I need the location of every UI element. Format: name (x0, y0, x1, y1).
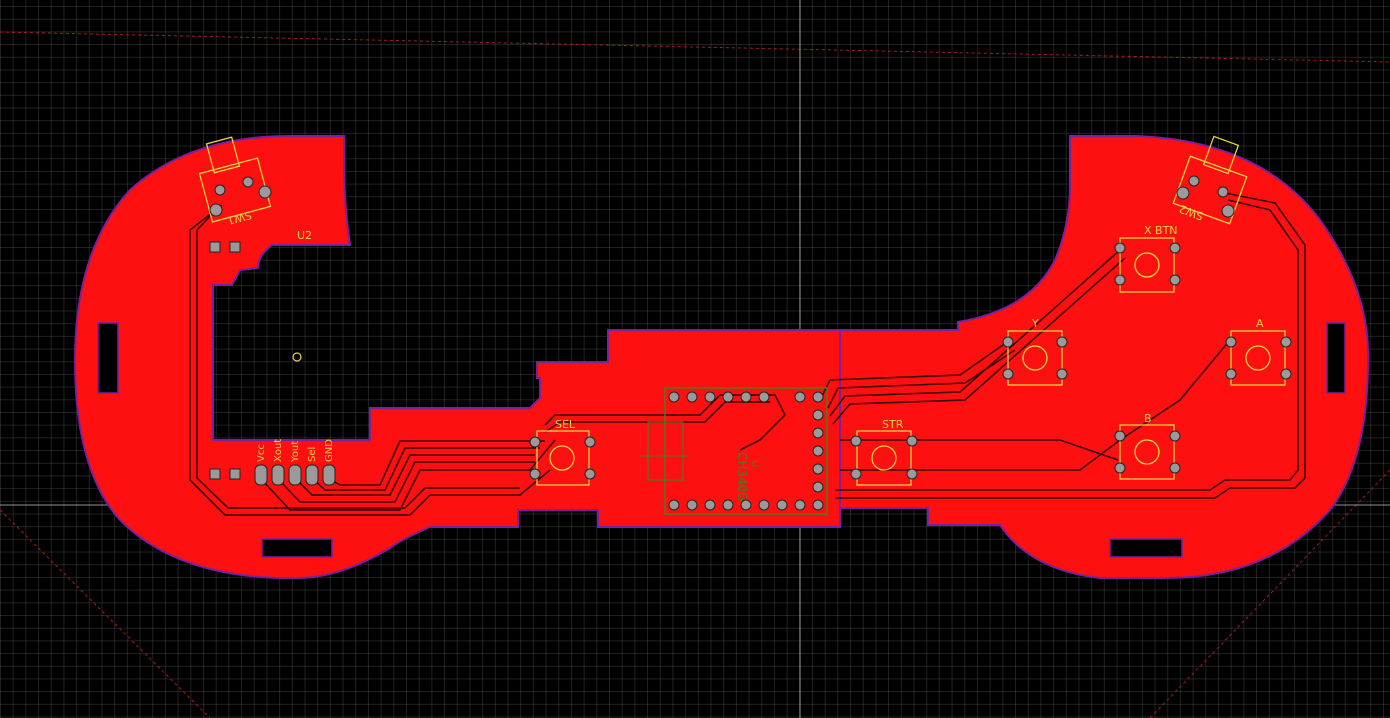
header-label-sel: Sel (307, 447, 318, 462)
sel-button-footprint[interactable]: SEL (529, 418, 596, 486)
a-button-footprint[interactable]: A (1225, 317, 1292, 386)
via[interactable] (209, 203, 223, 217)
trace-sel[interactable] (313, 447, 540, 491)
y-button-footprint[interactable]: Y (1002, 317, 1068, 386)
mcu-bottom-pins[interactable] (668, 499, 824, 511)
trace-yout[interactable] (296, 454, 535, 496)
trace-sel-mcu-2[interactable] (544, 401, 770, 433)
mcu-top-pins[interactable] (668, 391, 824, 403)
pad-pair-bottom-left[interactable] (209, 468, 241, 480)
u2-origin-marker (292, 352, 302, 362)
sel-label: SEL (555, 418, 576, 431)
trace-sw1-a[interactable] (189, 204, 551, 516)
trace-sw1-b[interactable] (196, 209, 520, 509)
copper-pour-right[interactable] (839, 135, 1370, 579)
via[interactable] (242, 176, 254, 188)
header-label-vcc: Vcc (256, 444, 267, 462)
str-label: STR (882, 418, 904, 431)
u2-label: U2 (297, 229, 312, 242)
joystick-header[interactable]: Vcc Xout Yout Sel GND (254, 439, 336, 486)
mount-slot-left (97, 322, 119, 394)
trace-y[interactable] (819, 339, 1011, 401)
y-label: Y (1031, 317, 1039, 330)
trace-y-2[interactable] (827, 349, 1016, 409)
a-label: A (1256, 317, 1264, 330)
via[interactable] (258, 185, 272, 199)
trace-x-2[interactable] (832, 257, 1126, 425)
trace-gnd[interactable] (330, 440, 545, 486)
mcu-right-pins[interactable] (812, 409, 824, 493)
sw1-footprint[interactable]: SW1 (198, 136, 272, 227)
mcu-sub: U (749, 460, 760, 467)
header-label-xout: Xout (273, 439, 284, 462)
mount-slot-right (1326, 322, 1346, 394)
guide-line-top (0, 31, 1390, 63)
trace-vcc[interactable] (261, 439, 556, 511)
header-label-yout: Yout (290, 441, 301, 463)
copper-pour-left[interactable] (73, 135, 951, 579)
header-label-gnd: GND (324, 439, 335, 462)
pad-pair-top-left[interactable] (209, 241, 241, 253)
via[interactable] (214, 184, 226, 196)
str-button-footprint[interactable]: STR (850, 418, 918, 486)
x-btn-label: X BTN (1144, 224, 1178, 237)
sw1-label: SW1 (226, 208, 253, 227)
x-button-footprint[interactable]: X BTN (1114, 224, 1181, 293)
mount-slot-bottom-right (1109, 538, 1183, 558)
trace-x[interactable] (829, 249, 1121, 417)
b-label: B (1144, 412, 1152, 425)
guide-line-left (0, 509, 211, 718)
trace-sw2-a[interactable] (835, 199, 1299, 491)
mcu-text: CH340G (735, 452, 749, 502)
trace-xout[interactable] (278, 461, 535, 503)
trace-sw2-b[interactable] (835, 192, 1306, 499)
b-button-footprint[interactable]: B (1114, 412, 1181, 480)
mcu-module-footprint[interactable]: CH340G U (640, 387, 828, 515)
mount-slot-bottom-left (261, 538, 333, 558)
